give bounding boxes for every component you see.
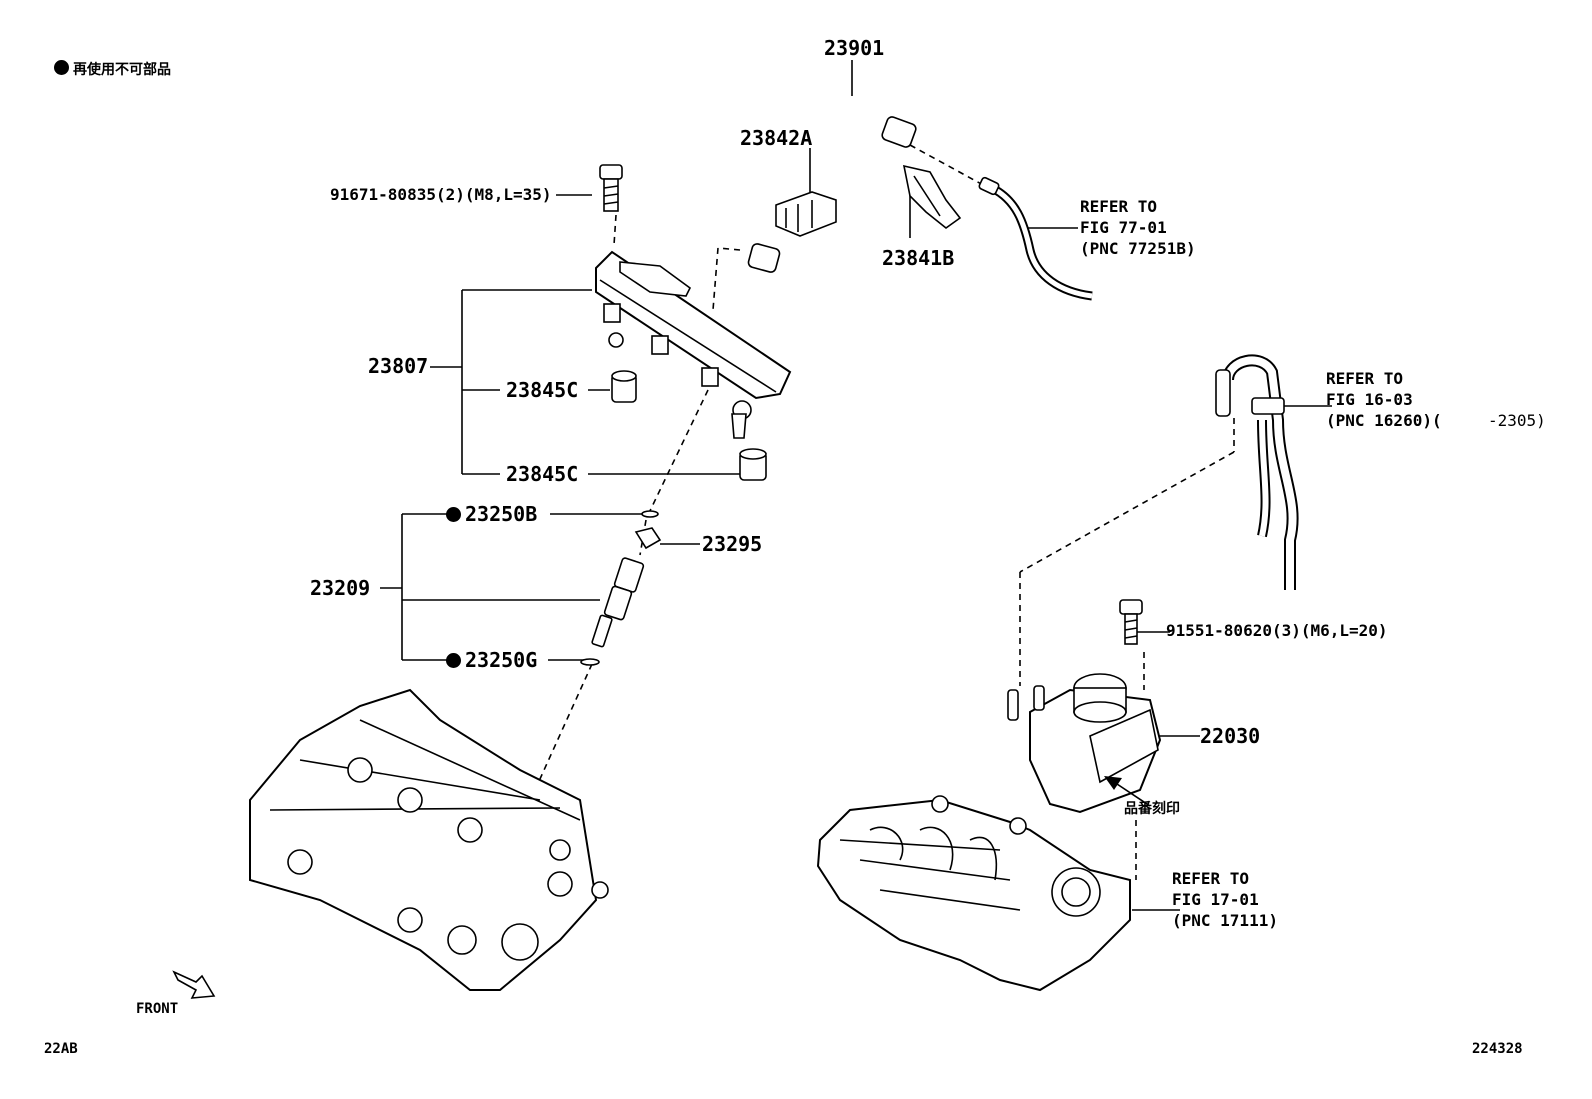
label-23845C-a: 23845C	[506, 378, 579, 402]
non-reusable-bullet-icon	[54, 60, 69, 75]
corner-code-right: 224328	[1472, 1041, 1523, 1057]
corner-code-left: 22AB	[44, 1041, 78, 1057]
non-reusable-bullet-icon	[446, 653, 461, 668]
label-23250G-text: 23250G	[465, 648, 538, 672]
o-ring-23250G	[580, 658, 600, 666]
assembly-dashed-lines	[534, 144, 1235, 880]
hose-refer-16	[1215, 354, 1299, 590]
refer-fig-16: REFER TO FIG 16-03 (PNC 16260)(	[1326, 369, 1442, 430]
bolt-91551	[1119, 599, 1143, 645]
fuel-rail-23807	[595, 250, 792, 439]
insulator-23845C-b	[739, 448, 767, 481]
label-22030: 22030	[1200, 724, 1261, 748]
fuel-hose-23901	[747, 104, 917, 273]
label-23807: 23807	[368, 354, 429, 378]
label-23209: 23209	[310, 576, 371, 600]
label-23250B: 23250B	[446, 504, 537, 524]
refer-fig-77: REFER TO FIG 77-01 (PNC 77251B)	[1080, 197, 1196, 258]
label-bolt-91671: 91671-80835(2)(M8,L=35)	[330, 185, 552, 204]
clip-23841B	[902, 164, 962, 230]
label-23845C-b: 23845C	[506, 462, 579, 486]
front-arrow-icon	[172, 970, 216, 999]
label-23841B: 23841B	[882, 246, 955, 270]
cylinder-head	[249, 688, 609, 991]
label-stamp: 品番刻印	[1124, 801, 1180, 817]
insulator-23845C-a	[611, 370, 637, 403]
throttle-body-22030	[1007, 673, 1162, 814]
label-23295: 23295	[702, 532, 763, 556]
leader-lines	[380, 60, 1332, 911]
label-bolt-91551: 91551-80620(3)(M6,L=20)	[1166, 621, 1388, 640]
intake-manifold	[816, 795, 1131, 992]
bolt-91671	[599, 164, 623, 212]
hose-refer-77	[978, 176, 1093, 301]
refer-fig-16-suffix: -2305)	[1488, 411, 1546, 430]
clip-23842A	[775, 191, 837, 237]
label-23901: 23901	[824, 36, 885, 60]
refer-fig-17: REFER TO FIG 17-01 (PNC 17111)	[1172, 869, 1278, 930]
label-23250G: 23250G	[446, 650, 537, 670]
non-reusable-bullet-icon	[446, 507, 461, 522]
legend-text: 再使用不可部品	[73, 62, 171, 78]
label-23250B-text: 23250B	[465, 502, 538, 526]
label-23842A: 23842A	[740, 126, 813, 150]
stamp-arrow-icon	[1104, 776, 1151, 807]
injector-23209	[591, 557, 645, 648]
front-label: FRONT	[136, 1001, 179, 1017]
o-ring-23250B	[641, 510, 659, 518]
legend: 再使用不可部品	[54, 60, 171, 77]
clip-23295	[634, 527, 662, 550]
